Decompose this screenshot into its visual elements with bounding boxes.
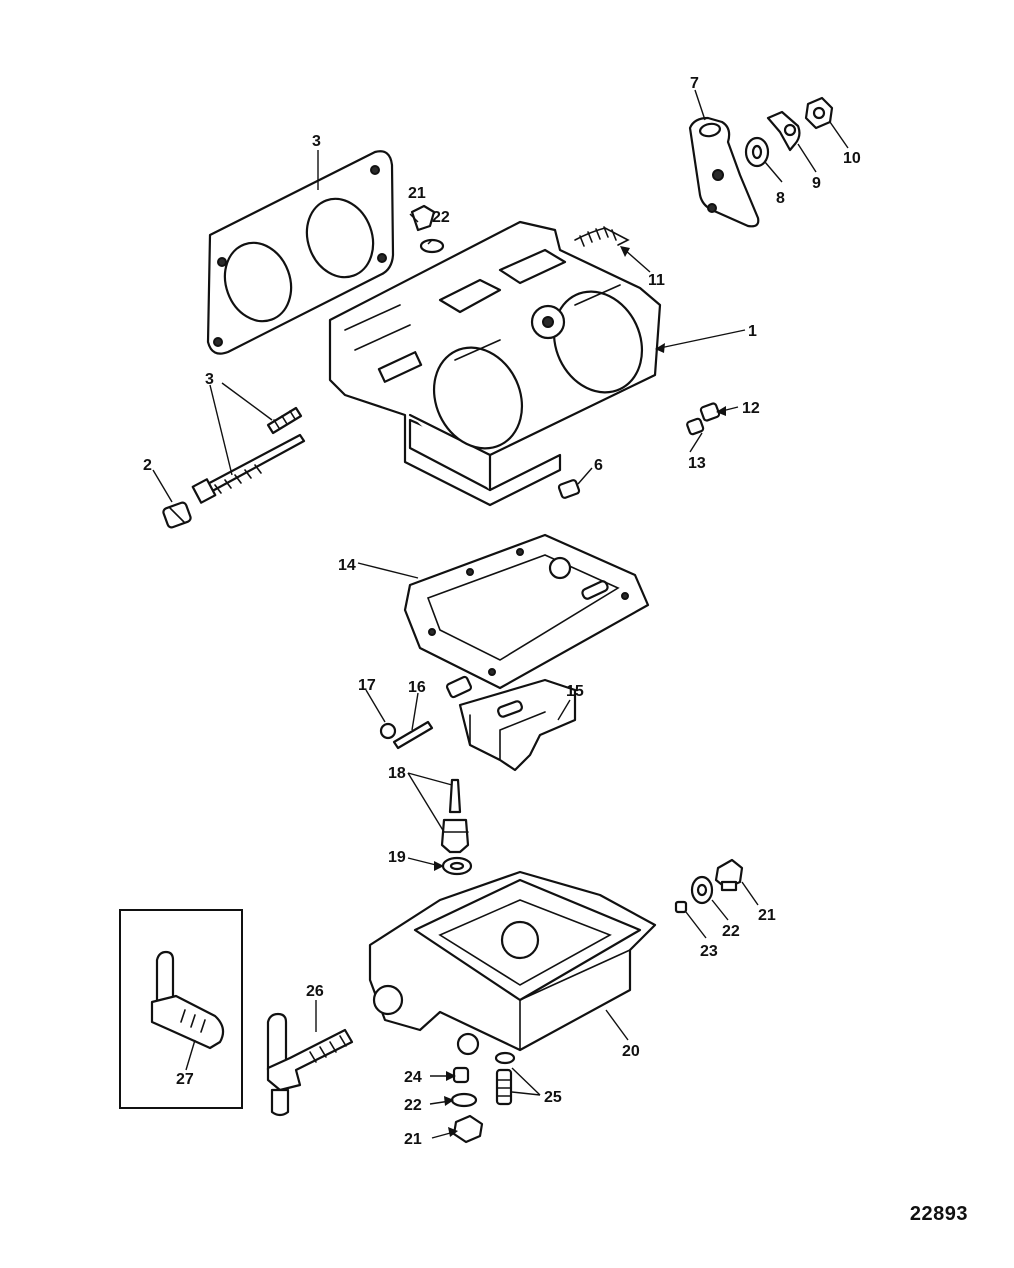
part-plug-2 bbox=[162, 501, 192, 529]
callout-21-bottom: 21 bbox=[404, 1131, 422, 1148]
callout-8: 8 bbox=[776, 190, 785, 207]
part-spring-11 bbox=[574, 226, 630, 247]
part-mixture-screw-3 bbox=[191, 406, 306, 504]
callout-18: 18 bbox=[388, 765, 406, 782]
callout-7: 7 bbox=[690, 75, 699, 92]
part-jet-25 bbox=[494, 1051, 516, 1106]
part-jet-24 bbox=[452, 1066, 470, 1084]
part-nut-10 bbox=[804, 96, 834, 130]
part-plug-21-top bbox=[410, 204, 436, 232]
part-retainer-17 bbox=[379, 722, 397, 740]
callout-3: 3 bbox=[205, 371, 214, 388]
part-throttle-body bbox=[328, 220, 662, 507]
part-plug-13 bbox=[686, 417, 705, 436]
callout-20: 20 bbox=[622, 1043, 640, 1060]
callout-22-top: 22 bbox=[432, 209, 450, 226]
callout-22-right: 22 bbox=[722, 923, 740, 940]
callout-16: 16 bbox=[408, 679, 426, 696]
callout-12: 12 bbox=[742, 400, 760, 417]
callout-14: 14 bbox=[338, 557, 356, 574]
part-tab-9 bbox=[766, 110, 801, 152]
part-float-15 bbox=[445, 675, 577, 772]
callout-21-top: 21 bbox=[408, 185, 426, 202]
callout-21-right: 21 bbox=[758, 907, 776, 924]
callout-11: 11 bbox=[648, 272, 665, 289]
callout-23: 23 bbox=[700, 943, 718, 960]
part-lever-7 bbox=[688, 116, 760, 228]
callout-27: 27 bbox=[176, 1071, 194, 1088]
part-plug-12 bbox=[699, 402, 721, 422]
leader-lines bbox=[152, 89, 849, 1139]
part-plug-21-bottom bbox=[452, 1114, 484, 1144]
callout-26: 26 bbox=[306, 983, 324, 1000]
callout-1: 1 bbox=[748, 323, 757, 340]
callout-15: 15 bbox=[566, 683, 584, 700]
part-gasket-14 bbox=[403, 533, 650, 690]
callout-6: 6 bbox=[594, 457, 603, 474]
part-washer-22-bottom bbox=[450, 1092, 478, 1108]
callout-5: 3 bbox=[312, 133, 321, 150]
callout-labels: 3 1 2 3 6 7 8 9 10 11 12 13 14 15 16 17 … bbox=[143, 75, 861, 1148]
part-pin-16 bbox=[392, 720, 434, 750]
callout-17: 17 bbox=[358, 677, 376, 694]
part-washer-22-right bbox=[690, 875, 714, 905]
part-fitting-26 bbox=[266, 1012, 354, 1117]
figure-number: 22893 bbox=[909, 1203, 968, 1225]
part-screw-23 bbox=[674, 900, 688, 914]
part-fitting-27-box bbox=[119, 909, 243, 1109]
part-fuel-bowl-20 bbox=[368, 870, 657, 1056]
part-plug-6 bbox=[557, 479, 581, 499]
part-washer-8 bbox=[744, 136, 770, 168]
part-plug-21-right bbox=[714, 858, 744, 892]
callout-13: 13 bbox=[688, 455, 706, 472]
part-needle-seat-18 bbox=[440, 778, 470, 854]
callout-25: 25 bbox=[544, 1089, 562, 1106]
callout-9: 9 bbox=[812, 175, 821, 192]
part-gasket-top bbox=[206, 150, 395, 355]
part-washer-22-top bbox=[419, 238, 445, 254]
callout-2: 2 bbox=[143, 457, 152, 474]
part-washer-19 bbox=[441, 856, 473, 876]
callout-22-bottom: 22 bbox=[404, 1097, 422, 1114]
callout-19: 19 bbox=[388, 849, 406, 866]
callout-24: 24 bbox=[404, 1069, 422, 1086]
callout-10: 10 bbox=[843, 150, 861, 167]
